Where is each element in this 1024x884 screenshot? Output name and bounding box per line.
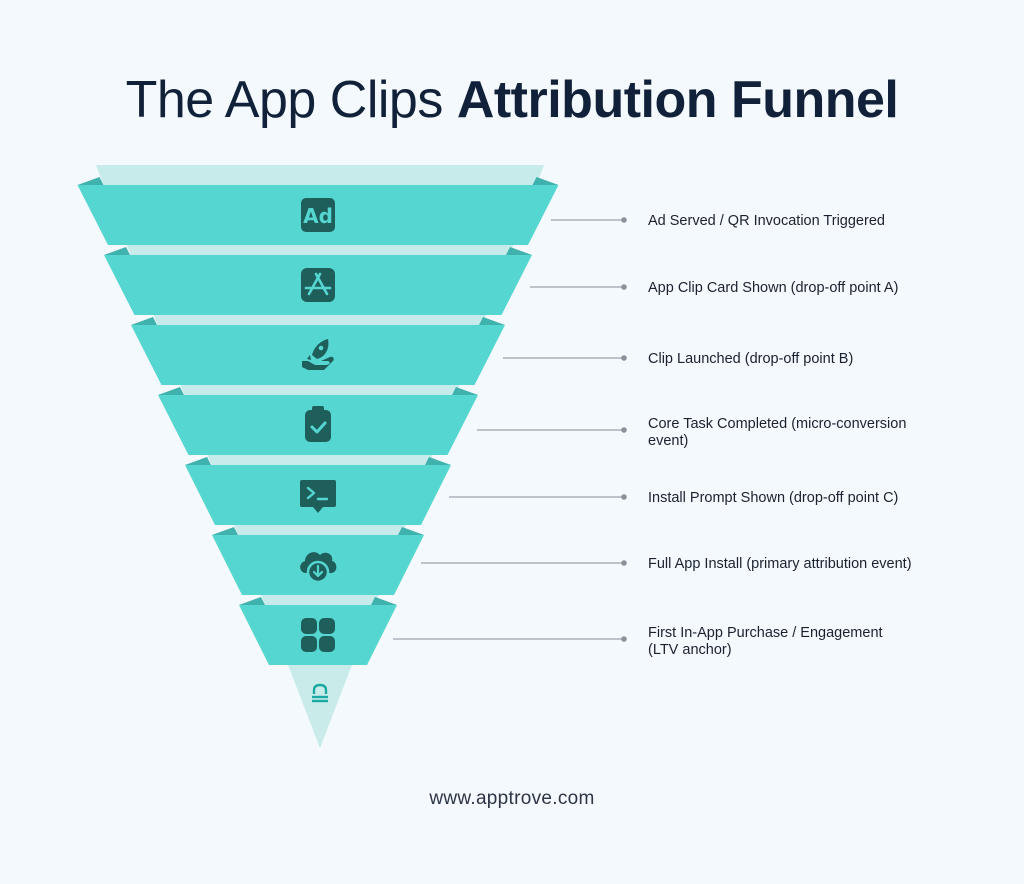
band-flap-left: [185, 457, 211, 465]
anchor-icon: [312, 683, 328, 703]
check-mark: [310, 421, 327, 434]
download-arrow: [312, 564, 324, 578]
band-flap-left: [104, 247, 130, 255]
band-flap-right: [371, 597, 397, 605]
app-store-icon-bg: [301, 268, 335, 302]
clipboard-check-icon: [305, 406, 331, 442]
stage-label-line: (LTV anchor): [648, 642, 732, 658]
band-flap-right: [425, 457, 451, 465]
anchor-arch: [312, 683, 328, 694]
band-face: [239, 605, 397, 665]
band-flap-right: [398, 527, 424, 535]
leader-dot: [621, 494, 627, 500]
title-bold: Attribution Funnel: [456, 71, 899, 129]
rocket-window: [318, 345, 324, 351]
grid-apps-icon: [301, 618, 335, 652]
clipboard-clip: [312, 406, 324, 413]
stage-label-line: event): [648, 433, 688, 449]
leader-dot: [621, 355, 627, 361]
band-flap-right: [506, 247, 532, 255]
leader-dot: [621, 427, 627, 433]
leader-dot: [621, 560, 627, 566]
page-title: The App Clips Attribution Funnel: [0, 70, 1024, 130]
stage-label-line: App Clip Card Shown (drop-off point A): [648, 280, 898, 296]
footer-url[interactable]: www.apptrove.com: [429, 788, 595, 809]
title-regular: The App Clips: [125, 71, 444, 129]
stage-annotation-6: Full App Install (primary attribution ev…: [421, 556, 912, 572]
funnel-stage-7: [239, 597, 397, 665]
band-flap-left: [239, 597, 265, 605]
band-flap-left: [77, 177, 104, 185]
app-store-icon-glyph: [304, 272, 332, 296]
ad-icon-glyph: Ad: [303, 204, 333, 228]
stage-annotation-1: Ad Served / QR Invocation Triggered: [551, 213, 885, 229]
stage-annotation-7: First In-App Purchase / Engagement(LTV a…: [393, 625, 883, 658]
band-flap-right: [452, 387, 478, 395]
grid-tile-2: [319, 618, 335, 634]
leader-dot: [621, 636, 627, 642]
grid-tile-4: [319, 636, 335, 652]
stage-annotation-2: App Clip Card Shown (drop-off point A): [530, 280, 898, 296]
band-flap-right: [532, 177, 559, 185]
launch-rocket-hand-icon: [302, 339, 334, 370]
grid-tile-1: [301, 618, 317, 634]
band-flap-left: [158, 387, 184, 395]
rocket-fin: [307, 355, 311, 360]
app-store-icon: [301, 268, 335, 302]
stage-label-line: Clip Launched (drop-off point B): [648, 351, 853, 367]
terminal-prompt-icon: [300, 480, 336, 513]
band-flap-right: [479, 317, 505, 325]
stage-label-line: Install Prompt Shown (drop-off point C): [648, 490, 898, 506]
leader-dot: [621, 217, 627, 223]
grid-tile-3: [301, 636, 317, 652]
leader-dot: [621, 284, 627, 290]
stage-annotation-3: Clip Launched (drop-off point B): [503, 351, 853, 367]
ad-icon: Ad: [301, 198, 335, 232]
ad-icon-bg: [301, 198, 335, 232]
hand-shape: [302, 356, 334, 370]
funnel-tip: [289, 665, 351, 748]
stage-label-line: Ad Served / QR Invocation Triggered: [648, 213, 885, 229]
band-flap-left: [131, 317, 157, 325]
clipboard-body: [305, 410, 331, 442]
stage-label-line: Core Task Completed (micro-conversion: [648, 416, 906, 432]
stage-label-line: Full App Install (primary attribution ev…: [648, 556, 912, 572]
band-flap-left: [212, 527, 238, 535]
stage-annotation-4: Core Task Completed (micro-conversioneve…: [477, 416, 906, 449]
stage-label-line: First In-App Purchase / Engagement: [648, 625, 883, 641]
stage-annotation-5: Install Prompt Shown (drop-off point C): [449, 490, 898, 506]
cloud-download-icon: [300, 552, 337, 584]
terminal-chevron: [306, 486, 316, 500]
